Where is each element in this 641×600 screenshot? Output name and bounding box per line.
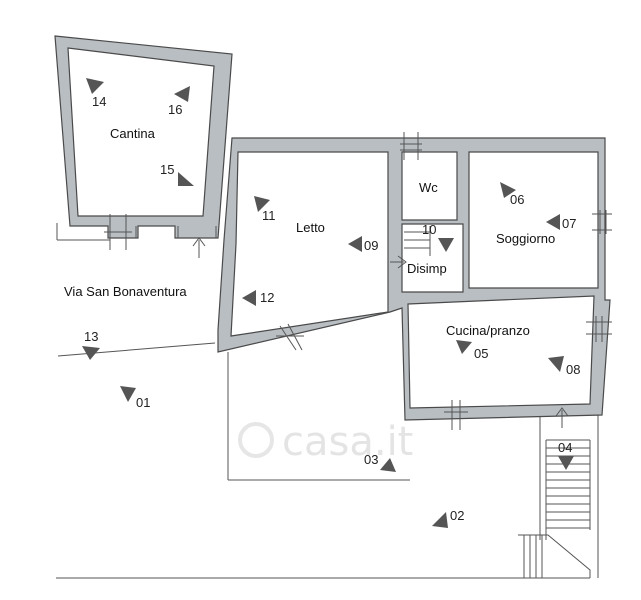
- marker-label: 02: [450, 508, 464, 523]
- camera-marker-icon: [546, 214, 560, 230]
- camera-marker-icon: [380, 458, 396, 472]
- room-label-cucina: Cucina/pranzo: [446, 323, 530, 338]
- camera-marker-icon: [432, 512, 448, 528]
- marker-label: 15: [160, 162, 174, 177]
- marker-label: 13: [84, 329, 98, 344]
- street-label: Via San Bonaventura: [64, 284, 187, 299]
- site-lines: [56, 223, 599, 579]
- marker-label: 10: [422, 222, 436, 237]
- camera-marker-icon: [456, 340, 472, 354]
- room-label-disimp: Disimp: [407, 261, 447, 276]
- room-label-letto: Letto: [296, 220, 325, 235]
- marker-label: 09: [364, 238, 378, 253]
- camera-marker-icon: [178, 172, 194, 186]
- marker-label: 11: [262, 208, 276, 223]
- camera-markers: 14 16 15 11 09 12 10 06 07 05 08 13 01 0…: [82, 78, 580, 528]
- camera-marker-icon: [82, 346, 100, 360]
- camera-marker-icon: [242, 290, 256, 306]
- camera-marker-icon: [120, 386, 136, 402]
- camera-marker-icon: [348, 236, 362, 252]
- marker-label: 12: [260, 290, 274, 305]
- camera-marker-icon: [500, 182, 516, 198]
- room-label-cantina: Cantina: [110, 126, 156, 141]
- marker-label: 06: [510, 192, 524, 207]
- marker-label: 01: [136, 395, 150, 410]
- camera-marker-icon: [548, 356, 564, 372]
- marker-label: 08: [566, 362, 580, 377]
- room-label-wc: Wc: [419, 180, 438, 195]
- marker-label: 04: [558, 440, 572, 455]
- watermark-text: casa.it: [282, 419, 413, 465]
- marker-label: 16: [168, 102, 182, 117]
- camera-marker-icon: [438, 238, 454, 252]
- house-walls: [104, 132, 612, 430]
- camera-marker-icon: [558, 456, 574, 470]
- room-label-soggiorno: Soggiorno: [496, 231, 555, 246]
- camera-marker-icon: [86, 78, 104, 94]
- camera-marker-icon: [174, 86, 190, 102]
- marker-label: 03: [364, 452, 378, 467]
- marker-label: 05: [474, 346, 488, 361]
- marker-label: 07: [562, 216, 576, 231]
- marker-label: 14: [92, 94, 106, 109]
- camera-marker-icon: [254, 196, 270, 212]
- watermark: casa.it: [238, 419, 413, 465]
